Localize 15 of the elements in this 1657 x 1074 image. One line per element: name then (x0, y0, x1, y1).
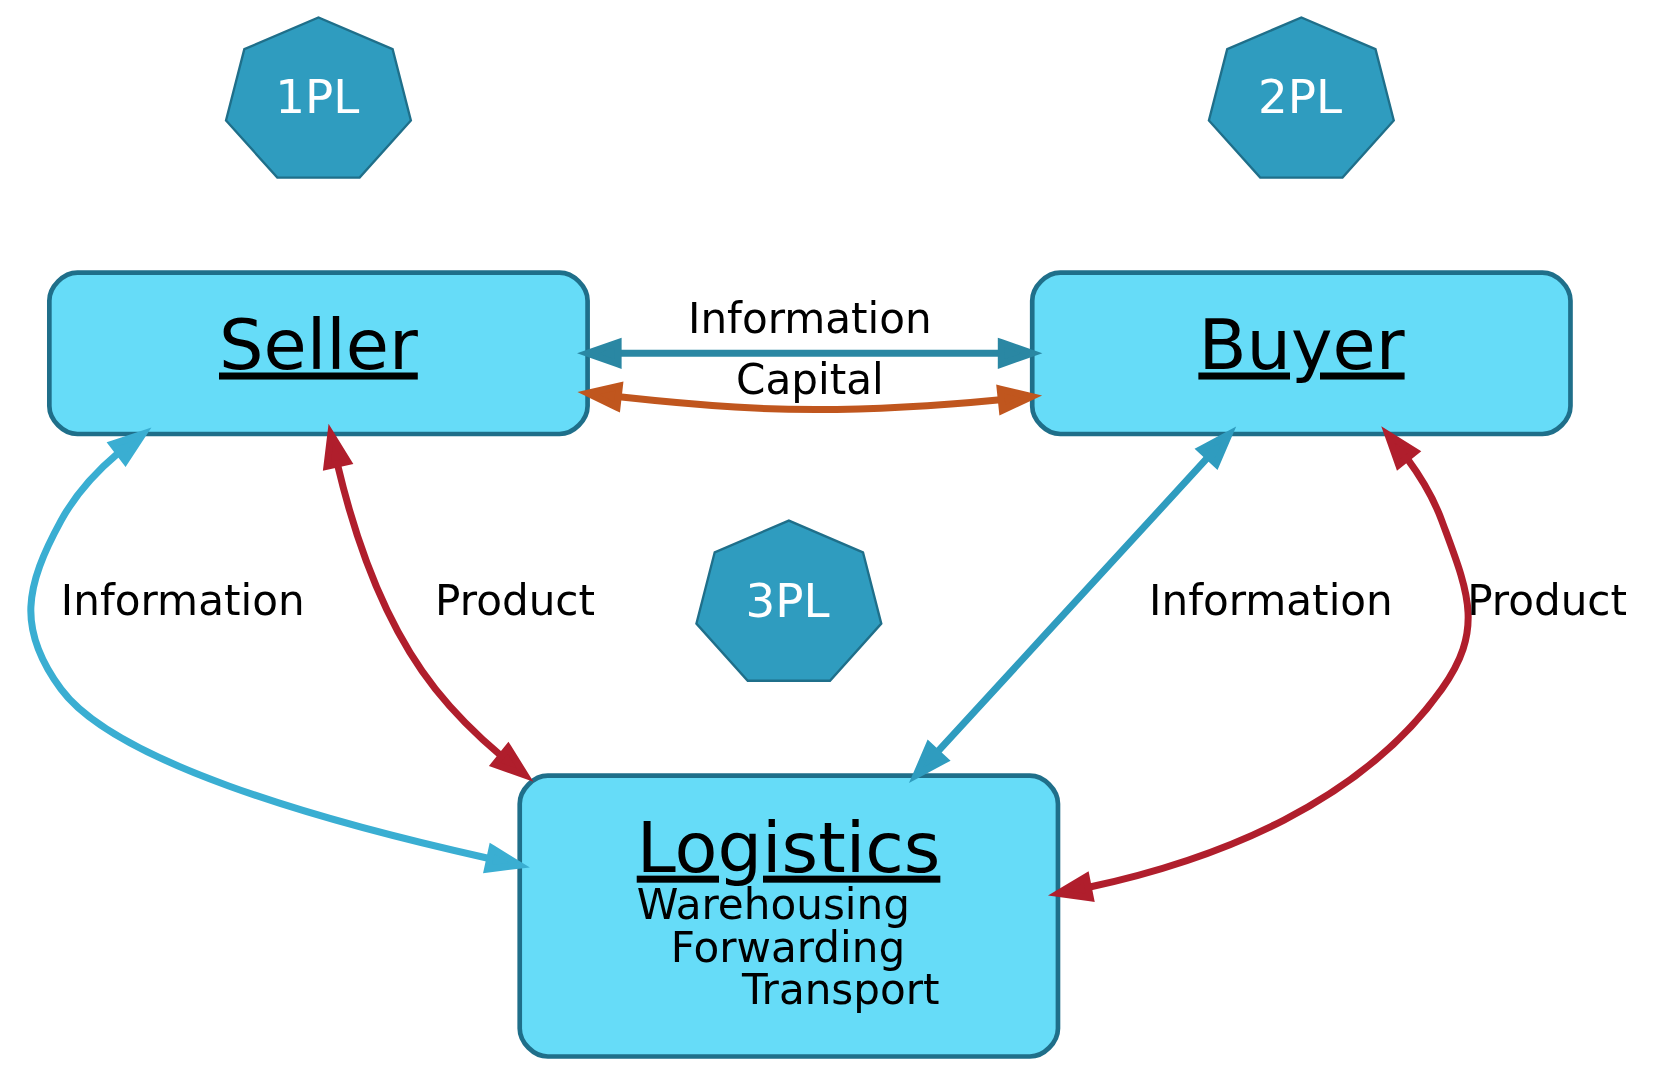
edge-label: Information (1149, 576, 1393, 626)
edge-label: Information (688, 294, 932, 344)
edge-label: Capital (736, 355, 884, 405)
node-box: Buyer (1029, 270, 1573, 437)
node-box: Seller (47, 270, 590, 437)
edge-label: Information (60, 576, 305, 626)
arrow (27, 427, 530, 874)
node-box: Logistics Warehousing Forwarding Transport (517, 773, 1061, 1059)
arrow (577, 337, 1043, 369)
edge-label: Product (1467, 576, 1628, 626)
edge-label: Product (435, 576, 595, 626)
arrow (577, 381, 1043, 416)
arrow (1048, 426, 1472, 902)
arrow (909, 426, 1237, 783)
arrow (322, 423, 534, 782)
